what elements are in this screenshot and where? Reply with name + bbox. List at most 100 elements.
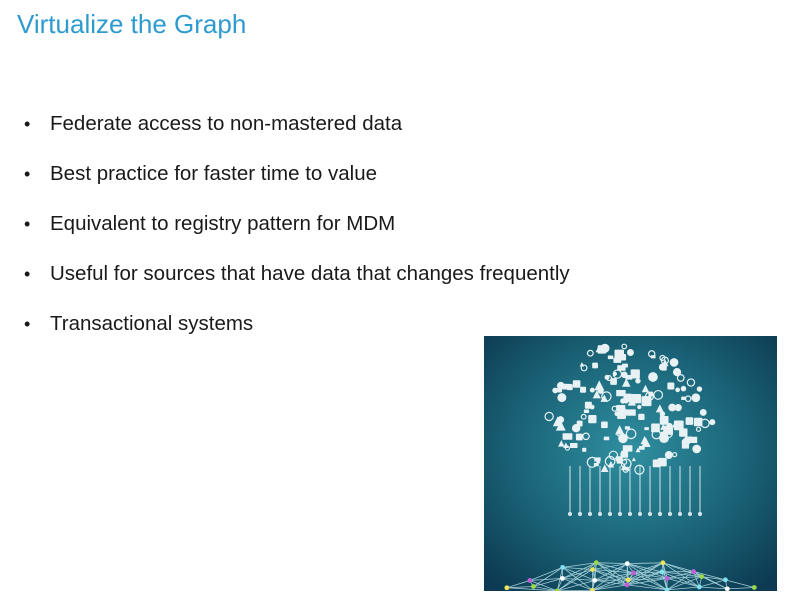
network-node — [590, 587, 595, 591]
network-link — [592, 569, 629, 581]
app-icon — [664, 451, 673, 459]
network-link — [562, 566, 593, 570]
app-icon — [604, 455, 616, 467]
app-icon — [660, 356, 669, 365]
wire-end — [657, 511, 663, 517]
network-node — [751, 585, 757, 590]
app-icon — [695, 426, 702, 432]
app-icon — [617, 410, 626, 420]
bullet-dot: • — [24, 114, 31, 134]
network-node — [664, 575, 670, 581]
network-link — [596, 562, 628, 564]
app-icon — [687, 436, 698, 443]
network-node — [625, 577, 631, 583]
app-icon — [616, 390, 626, 397]
network-link — [662, 562, 702, 577]
network-link — [662, 562, 694, 572]
wire-end — [687, 511, 693, 517]
network-node — [531, 584, 536, 589]
app-icon — [594, 380, 605, 391]
network-link — [661, 571, 702, 578]
app-icon — [648, 372, 658, 382]
app-icon — [693, 417, 703, 427]
network-link — [506, 587, 558, 591]
app-icon — [674, 404, 682, 412]
network-link — [699, 579, 726, 588]
network-link — [557, 569, 593, 591]
network-link — [628, 562, 664, 581]
app-icon — [586, 349, 594, 357]
network-globe — [506, 562, 755, 591]
network-link — [662, 562, 700, 588]
network-node — [624, 561, 630, 566]
app-icon — [648, 350, 656, 358]
app-icon — [621, 450, 629, 458]
app-icon — [709, 419, 716, 426]
network-link — [562, 562, 597, 568]
app-icon — [621, 371, 628, 379]
network-link — [529, 567, 563, 581]
network-link — [596, 562, 628, 586]
app-icon — [681, 438, 689, 446]
app-icon — [580, 364, 588, 372]
network-node — [699, 574, 705, 580]
data-wires — [567, 466, 703, 517]
app-icon — [625, 428, 637, 440]
app-icon — [564, 445, 570, 451]
wire-end — [567, 511, 573, 517]
app-icon — [592, 390, 601, 399]
network-link — [725, 579, 755, 588]
app-icon — [680, 385, 687, 392]
app-icon — [667, 382, 675, 390]
app-icon — [635, 378, 641, 384]
cloud-network-image — [484, 336, 777, 591]
network-link — [628, 579, 668, 591]
wire-end — [667, 511, 673, 517]
network-link — [562, 578, 593, 591]
app-icon — [562, 433, 573, 440]
network-link — [594, 563, 628, 581]
wire-end — [627, 511, 633, 517]
network-link — [627, 563, 668, 591]
app-icon — [624, 426, 630, 430]
network-nodes — [504, 560, 757, 591]
app-icon — [699, 408, 707, 416]
network-node — [554, 588, 560, 591]
app-icon — [634, 464, 645, 475]
app-icon — [572, 380, 581, 388]
bullet-item: • Federate access to non-mastered data — [24, 106, 724, 156]
network-link — [666, 586, 700, 591]
wire-end — [677, 511, 683, 517]
app-icon — [659, 416, 669, 425]
app-icon — [661, 365, 667, 371]
app-icon — [616, 404, 626, 411]
network-link — [506, 580, 531, 589]
network-link — [667, 577, 700, 588]
app-icon — [696, 386, 703, 392]
network-node — [593, 560, 599, 566]
app-icon — [606, 375, 613, 382]
slide-title: Virtualize the Graph — [17, 9, 247, 39]
app-icon — [630, 369, 640, 379]
network-link — [628, 571, 662, 581]
network-node — [631, 570, 636, 576]
app-icon — [638, 445, 645, 450]
network-link — [699, 586, 728, 590]
network-link — [627, 563, 662, 573]
app-icon — [679, 428, 688, 437]
wire-end — [697, 511, 703, 517]
network-link — [633, 572, 668, 579]
app-icon — [586, 456, 598, 468]
bullet-text: Transactional systems — [50, 312, 254, 335]
app-icon — [651, 429, 662, 440]
bullet-text: Useful for sources that have data that c… — [50, 262, 570, 285]
app-icon — [644, 427, 649, 431]
app-icon — [614, 411, 620, 417]
network-link — [633, 562, 664, 574]
network-link — [626, 577, 668, 586]
bullet-dot: • — [24, 214, 31, 234]
app-icon — [583, 409, 590, 413]
app-icon — [622, 378, 631, 387]
app-icon — [562, 383, 572, 390]
app-icon — [663, 425, 673, 435]
